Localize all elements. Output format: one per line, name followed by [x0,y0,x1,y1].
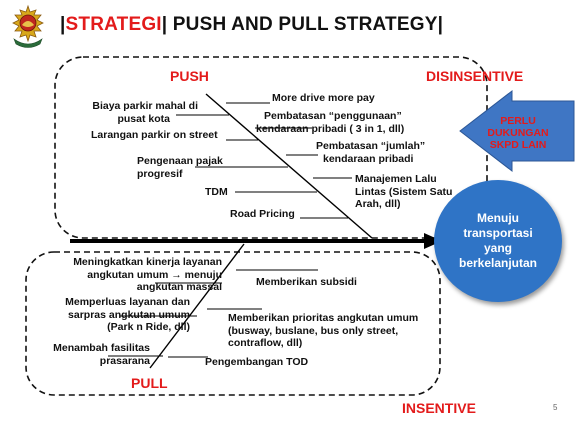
insentive-item-1: Memberikan subsidi [256,276,357,288]
push-heading: PUSH [170,68,209,84]
title-highlight: STRATEGI [65,14,162,35]
pull-region [25,251,441,396]
regional-emblem-logo [12,4,44,48]
slide-title: |STRATEGI| PUSH AND PULL STRATEGY| [60,14,444,35]
main-spine-arrowhead [424,233,442,249]
callout-arrow [459,89,575,173]
page-number: 5 [553,403,558,412]
insentive-item-3: Pengembangan TOD [205,356,309,368]
pull-bone [149,243,245,369]
push-item-2: Larangan parkir on street [91,129,218,141]
disinsentive-item-3: Pembatasan “jumlah”kendaraan pribadi [316,140,426,165]
insentive-heading: INSENTIVE [402,400,476,416]
disinsentive-item-1: More drive more pay [272,92,375,104]
insentive-item-2: Memberikan prioritas angkutan umum(buswa… [228,312,419,349]
push-item-5: Road Pricing [230,208,295,220]
push-bone [205,93,373,239]
pull-heading: PULL [131,375,168,391]
disinsentive-item-2: Pembatasan “penggunaan”kendaraan pribadi… [256,110,405,135]
disinsentive-heading: DISINSENTIVE [426,68,524,84]
push-item-4: TDM [205,186,228,198]
